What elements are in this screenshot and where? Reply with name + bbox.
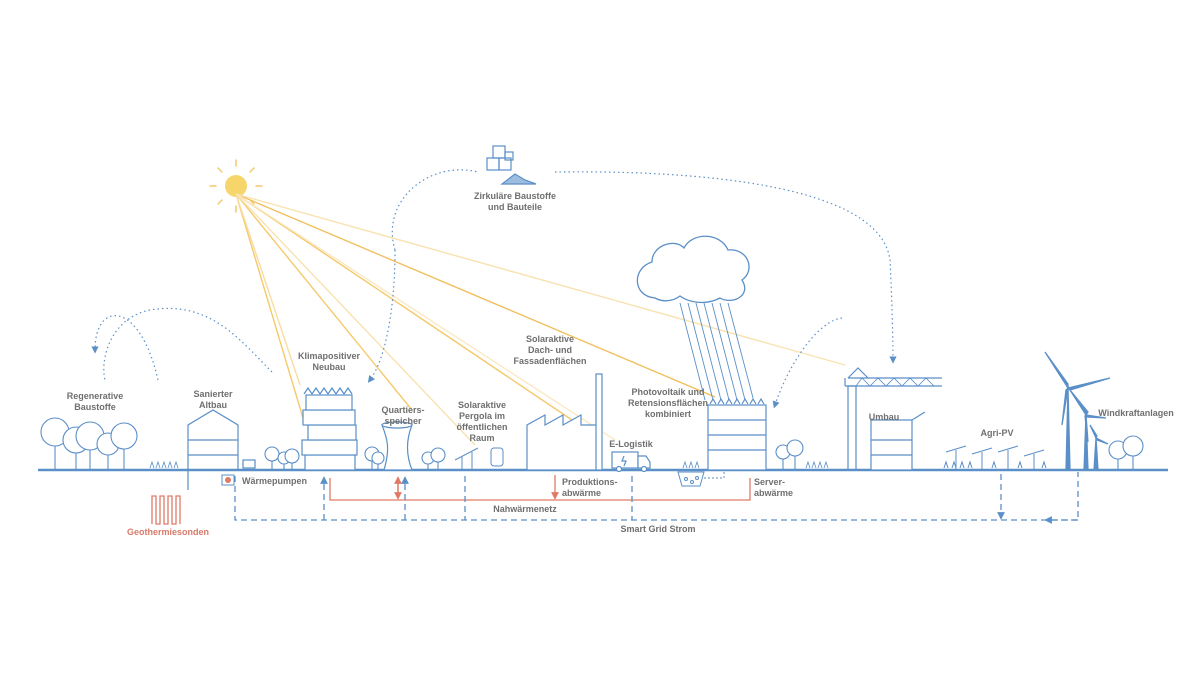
shrubs	[149, 460, 829, 469]
label-agri-pv: Agri-PV	[980, 428, 1014, 438]
label-wind-turbines: Windkraftanlagen	[1098, 408, 1174, 418]
label-smart-grid: Smart Grid Strom	[620, 524, 696, 534]
renovated-old-building	[187, 409, 256, 490]
label-heat-pumps: Wärmepumpen	[242, 476, 308, 486]
label-district-storage: Quartiers-speicher	[381, 405, 425, 426]
district-storage	[381, 421, 413, 471]
circular-materials-icon	[486, 145, 537, 185]
label-e-logistics: E-Logistik	[609, 439, 653, 449]
heat-network	[329, 475, 751, 501]
geothermal-probes	[151, 495, 181, 525]
sun	[209, 159, 263, 213]
rain-lines	[679, 302, 754, 401]
solar-pergola	[454, 447, 504, 470]
circular-flows	[91, 169, 897, 409]
pv-retention-building	[707, 397, 767, 471]
retention-basin	[677, 470, 725, 487]
rain-cloud	[636, 235, 750, 304]
label-server-waste-heat: Server-abwärme	[754, 477, 794, 498]
label-heat-network: Nahwärmenetz	[493, 504, 557, 514]
label-conversion: Umbau	[868, 412, 900, 422]
wind-turbines	[1044, 351, 1111, 471]
e-logistics-truck	[611, 451, 651, 473]
smart-grid-network	[234, 472, 1079, 524]
agri-pv	[943, 445, 1047, 470]
climate-positive-new-building	[301, 386, 358, 471]
factory	[526, 373, 603, 471]
label-geothermal-probes: Geothermiesonden	[126, 527, 209, 537]
heat-pump-icon	[221, 474, 235, 486]
label-production-waste-heat: Produktions-abwärme	[562, 477, 618, 498]
sun-rays	[235, 193, 846, 446]
conversion-building-with-crane	[844, 367, 942, 471]
trees	[40, 417, 1144, 470]
